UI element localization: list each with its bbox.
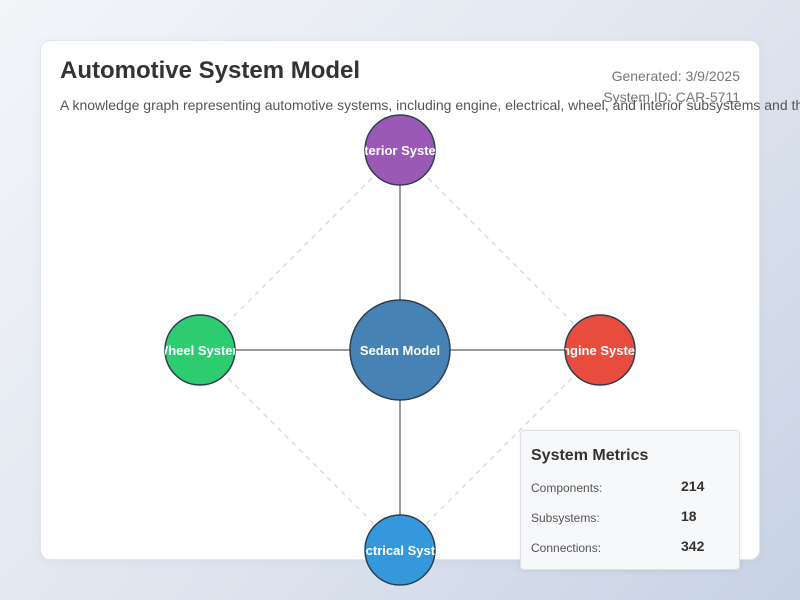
metric-label: Subsystems:	[531, 511, 600, 525]
node-circle-wheel[interactable]	[164, 314, 236, 386]
node-label-wheel: Wheel System	[156, 343, 244, 358]
system-id: System ID: CAR-5711	[603, 89, 740, 105]
metric-label: Components:	[531, 481, 603, 495]
page-description: A knowledge graph representing automotiv…	[60, 97, 800, 113]
node-wheel[interactable]: Wheel System	[156, 314, 244, 386]
metric-label: Connections:	[531, 541, 602, 555]
edge-interior-wheel	[199, 149, 401, 351]
edge-wheel-electrical	[199, 349, 401, 551]
node-circle-engine[interactable]	[564, 314, 636, 386]
node-label-sedan: Sedan Model	[360, 343, 440, 358]
node-circle-interior[interactable]	[364, 114, 436, 186]
node-interior[interactable]: Interior System	[353, 114, 448, 186]
node-circle-electrical[interactable]	[364, 514, 436, 586]
page-title: Automotive System Model	[60, 57, 361, 84]
generated-date: Generated: 3/9/2025	[611, 68, 740, 84]
edge-interior-engine	[399, 149, 601, 351]
node-label-interior: Interior System	[353, 143, 448, 158]
metric-value: 342	[681, 538, 705, 554]
metric-row-subsystems: Subsystems: 18	[531, 508, 731, 528]
metric-row-connections: Connections: 342	[531, 538, 731, 558]
metrics-title: System Metrics	[531, 447, 649, 464]
metric-row-components: Components: 214	[531, 478, 731, 498]
node-label-electrical: Electrical System	[346, 543, 454, 558]
node-circle-sedan[interactable]	[349, 299, 451, 401]
node-sedan[interactable]: Sedan Model	[349, 299, 451, 401]
meta-info: Generated: 3/9/2025 System ID: CAR-5711	[603, 66, 740, 108]
node-engine[interactable]: Engine System	[553, 314, 646, 386]
node-label-engine: Engine System	[553, 343, 646, 358]
metric-value: 214	[681, 478, 705, 494]
system-metrics-panel: System Metrics Components: 214 Subsystem…	[520, 430, 740, 570]
node-electrical[interactable]: Electrical System	[346, 514, 454, 586]
edge-engine-electrical	[399, 349, 601, 551]
metric-value: 18	[681, 508, 697, 524]
